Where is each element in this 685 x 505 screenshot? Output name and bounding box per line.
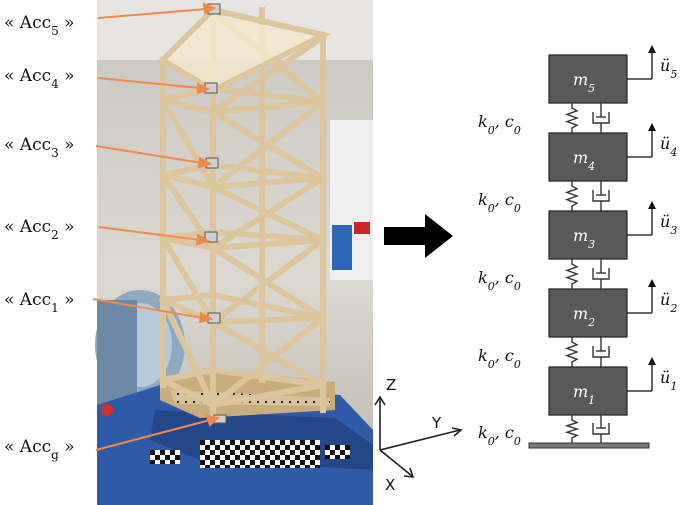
stiffness-damping-label-3: k0, c0 [478, 268, 521, 293]
mass-label-1: m1 [573, 382, 595, 407]
pointer-acc3 [95, 145, 203, 164]
stiffness-damping-label-1: k0, c0 [478, 423, 521, 448]
stiffness-damping-label-2: k0, c0 [478, 346, 521, 371]
stiffness-damping-label-4: k0, c0 [478, 190, 521, 215]
mass-block-3: m3 ü3 [548, 201, 677, 260]
label-acc5: « Acc5 » [4, 13, 75, 38]
label-accg: « Accg » [4, 437, 75, 462]
label-acc3: « Acc3 » [4, 135, 75, 160]
pointer-acc1 [92, 298, 204, 319]
axis-z-label: Z [386, 376, 396, 394]
mass-label-4: m4 [573, 148, 595, 173]
label-acc1: « Acc1 » [4, 290, 75, 315]
mass-label-2: m2 [573, 304, 595, 329]
pointer-acc4 [97, 77, 201, 89]
mass-block-5: m5 ü5 [548, 45, 677, 104]
transition-arrow [384, 214, 453, 258]
accel-label-3: ü3 [660, 212, 677, 237]
label-acc2: « Acc2 » [4, 217, 75, 242]
pointer-acc2 [98, 226, 201, 241]
connector-2: k0, c0 [478, 337, 610, 371]
ground-base [528, 442, 650, 449]
pointer-acc5 [97, 8, 207, 19]
mass-block-1: m1 ü1 [548, 357, 677, 416]
accelerometer-labels: « Acc5 » « Acc4 » « Acc3 » « Acc2 » « Ac… [4, 13, 75, 462]
mass-label-5: m5 [573, 70, 595, 95]
stiffness-damping-label-5: k0, c0 [478, 112, 521, 137]
axis-x-label: X [385, 476, 395, 494]
experimental-photo [95, 0, 373, 505]
axis-y-label: Y [431, 414, 442, 432]
connector-3: k0, c0 [478, 259, 610, 293]
pointer-arrows [92, 2, 221, 451]
label-acc4: « Acc4 » [4, 66, 75, 91]
connector-1: k0, c0 [478, 415, 610, 448]
coordinate-axes [374, 395, 463, 478]
accel-label-5: ü5 [660, 56, 677, 81]
pointer-accg [95, 419, 211, 451]
connector-4: k0, c0 [478, 181, 610, 215]
mass-block-4: m4 ü4 [548, 123, 677, 182]
mass-label-3: m3 [573, 226, 595, 251]
accel-label-2: ü2 [660, 290, 677, 315]
connector-5: k0, c0 [478, 103, 610, 137]
mass-block-2: m2 ü2 [548, 279, 677, 338]
accel-label-4: ü4 [660, 134, 677, 159]
accel-label-1: ü1 [660, 368, 677, 393]
